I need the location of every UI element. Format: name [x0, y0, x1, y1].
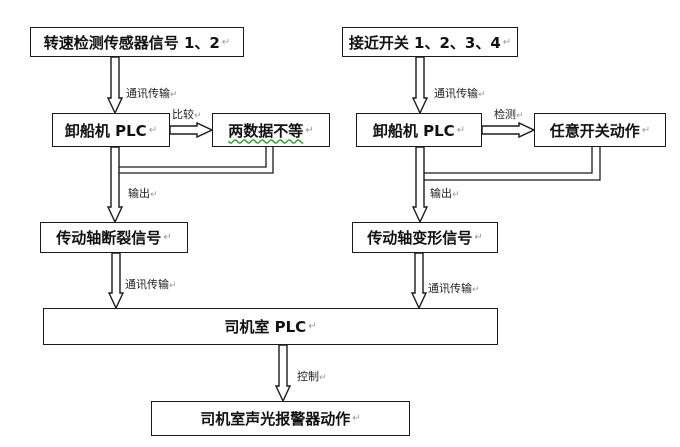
arrow-shaft-break-to-cab	[107, 252, 125, 310]
output-label-left: 输出↵	[128, 187, 158, 200]
arrow-proximity-to-plc-right	[411, 56, 429, 115]
arrow-detect	[481, 121, 536, 139]
control-label: 控制↵	[297, 370, 327, 383]
arrow-plc-left-to-shaft-break	[106, 146, 124, 224]
paragraph-mark-icon: ↵	[305, 124, 314, 136]
proximity-switch-box: 接近开关 1、2、3、4↵	[342, 27, 518, 57]
cab-alarm-box: 司机室声光报警器动作↵	[151, 401, 410, 436]
paragraph-mark-icon: ↵	[194, 111, 202, 121]
paragraph-mark-icon: ↵	[308, 321, 317, 332]
cab-alarm-label: 司机室声光报警器动作	[200, 410, 351, 428]
paragraph-mark-icon: ↵	[456, 124, 466, 136]
paragraph-mark-icon: ↵	[150, 190, 158, 200]
paragraph-mark-icon: ↵	[319, 373, 327, 383]
unequal-label: 两数据不等	[228, 121, 304, 140]
arrow-plc-right-to-shaft-deform	[411, 146, 429, 224]
unloader-plc-left-label: 卸船机 PLC	[64, 121, 147, 140]
speed-sensor-box: 转速检测传感器信号 1、2↵	[30, 27, 244, 57]
comm-label-left-top: 通讯传输↵	[126, 87, 178, 100]
paragraph-mark-icon: ↵	[352, 413, 361, 424]
proximity-switch-label: 接近开关 1、2、3、4	[348, 33, 501, 52]
connector-unequal-outer	[119, 147, 274, 174]
arrow-compare	[169, 121, 214, 139]
unequal-box: 两数据不等↵	[212, 113, 330, 147]
paragraph-mark-icon: ↵	[221, 36, 231, 48]
compare-label: 比较↵	[172, 108, 202, 121]
flow-arrows	[106, 56, 536, 403]
paragraph-mark-icon: ↵	[163, 232, 172, 243]
paragraph-mark-icon: ↵	[502, 36, 512, 48]
paragraph-mark-icon: ↵	[148, 124, 158, 136]
connector-unequal-inner	[119, 147, 267, 168]
output-label-right: 输出↵	[430, 187, 460, 200]
cab-plc-box: 司机室 PLC↵	[43, 308, 498, 345]
unloader-plc-right-box: 卸船机 PLC↵	[356, 113, 482, 147]
switch-action-label: 任意开关动作	[549, 121, 640, 140]
paragraph-mark-icon: ↵	[472, 285, 480, 295]
shaft-break-label: 传动轴断裂信号	[56, 229, 162, 247]
paragraph-mark-icon: ↵	[170, 90, 178, 100]
connector-lines	[119, 147, 601, 181]
comm-label-right-top: 通讯传输↵	[434, 87, 486, 100]
arrow-cab-to-alarm	[274, 344, 292, 403]
paragraph-mark-icon: ↵	[452, 190, 460, 200]
detect-label: 检测↵	[494, 108, 524, 121]
paragraph-mark-icon: ↵	[516, 111, 524, 121]
comm-label-right-bottom: 通讯传输↵	[428, 282, 480, 295]
switch-action-box: 任意开关动作↵	[534, 113, 666, 147]
cab-plc-label: 司机室 PLC	[224, 318, 307, 336]
speed-sensor-label: 转速检测传感器信号 1、2	[43, 33, 220, 52]
unloader-plc-left-box: 卸船机 PLC↵	[52, 113, 170, 147]
comm-label-left-bottom: 通讯传输↵	[125, 278, 177, 291]
connector-switch-inner	[424, 147, 593, 174]
paragraph-mark-icon: ↵	[474, 232, 483, 243]
arrow-speed-to-plc-left	[106, 56, 124, 115]
shaft-deform-label: 传动轴变形信号	[367, 229, 473, 247]
shaft-break-box: 传动轴断裂信号↵	[40, 222, 188, 253]
unloader-plc-right-label: 卸船机 PLC	[372, 121, 455, 140]
paragraph-mark-icon: ↵	[641, 124, 651, 136]
connector-switch-outer	[424, 147, 601, 181]
arrow-shaft-deform-to-cab	[410, 252, 428, 310]
shaft-deform-box: 传动轴变形信号↵	[352, 222, 498, 253]
paragraph-mark-icon: ↵	[169, 281, 177, 291]
paragraph-mark-icon: ↵	[478, 90, 486, 100]
